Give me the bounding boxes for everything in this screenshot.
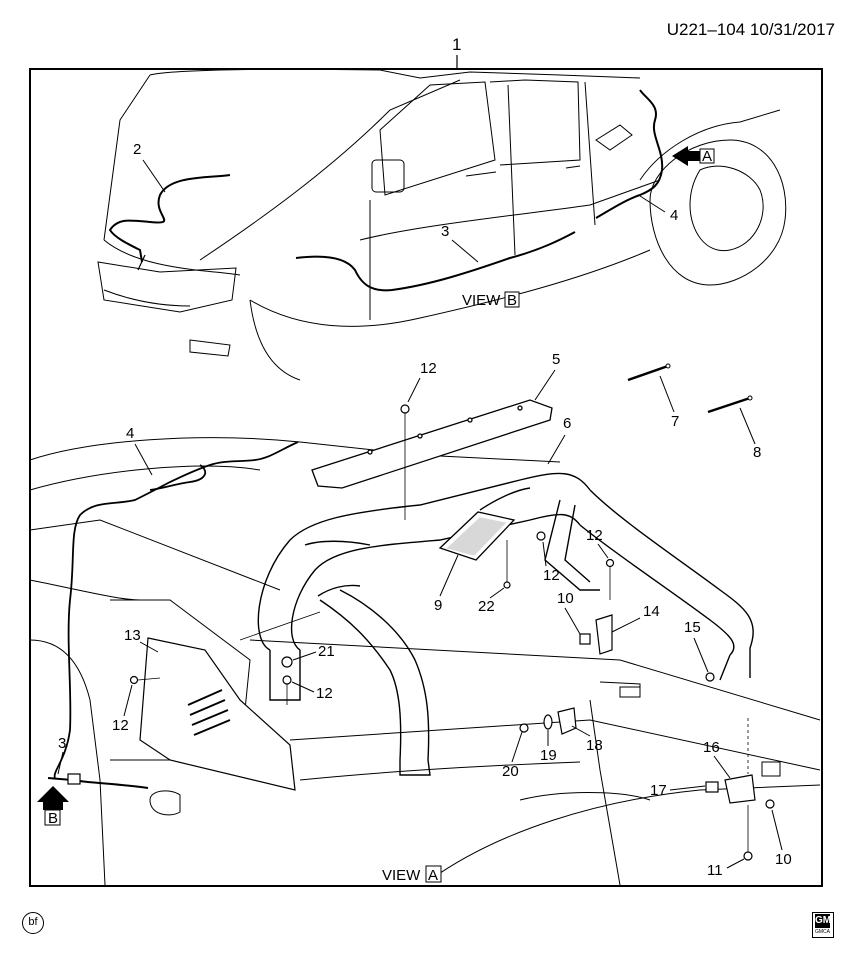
callout-12-center: 12 <box>543 567 560 584</box>
bracket-16 <box>724 774 756 804</box>
callout-11: 11 <box>707 862 723 879</box>
callout-12-right: 12 <box>586 527 603 544</box>
harness-3-lower <box>47 773 149 789</box>
panel-5 <box>311 399 553 489</box>
callout-4-top: 4 <box>670 207 678 224</box>
callout-9: 9 <box>434 597 442 614</box>
strap-7: 7 <box>627 363 679 430</box>
harness-3 <box>295 89 664 292</box>
callout-3-top: 3 <box>441 223 449 240</box>
view-b-arrow: B <box>37 786 69 827</box>
callout-9-group: 9 <box>434 554 459 614</box>
truck-bed-view <box>29 437 821 886</box>
callout-12-left: 12 <box>112 717 129 734</box>
view-b-label: VIEW B <box>462 291 520 309</box>
nut-17 <box>705 781 719 793</box>
bolt-12-center <box>536 531 546 541</box>
light-9 <box>438 511 516 561</box>
callout-16: 16 <box>703 739 720 756</box>
sport-bar-6 <box>257 472 754 776</box>
fasteners <box>129 404 775 861</box>
callouts-view-a: 12 12 12 22 10 14 15 21 12 13 12 20 19 1… <box>112 360 792 879</box>
arrow-left-icon <box>672 146 700 166</box>
bolt-11 <box>743 851 753 861</box>
bracket-18 <box>557 707 577 735</box>
callout-4-top-group: 4 <box>639 195 678 224</box>
bolt-12-mid <box>282 675 292 685</box>
arrow-a-letter: A <box>702 148 712 165</box>
callout-8: 8 <box>753 444 761 461</box>
diagram-frame <box>29 68 823 887</box>
arrow-up-icon <box>37 786 69 810</box>
callout-13: 13 <box>124 627 141 644</box>
gm-logo-mark: GM <box>815 914 832 928</box>
callout-4-left: 4 <box>126 425 134 442</box>
callout-22: 22 <box>478 598 495 615</box>
callout-20: 20 <box>502 763 519 780</box>
bolt-15 <box>705 672 715 682</box>
callout-10-mid: 10 <box>557 590 574 607</box>
panel-13 <box>139 637 296 791</box>
bf-logo: bf <box>22 912 44 934</box>
arrow-b-letter: B <box>48 810 58 827</box>
bolt-12-left <box>129 675 139 685</box>
harness-2 <box>108 174 231 271</box>
bolt-12-right <box>605 558 615 568</box>
callout-2: 2 <box>133 141 141 158</box>
bracket-14 <box>595 614 613 655</box>
callout-1: 1 <box>452 35 461 54</box>
washer-21 <box>281 656 293 668</box>
callout-10-low: 10 <box>775 851 792 868</box>
assembly-callout-group: 1 <box>452 35 461 68</box>
truck-side-view <box>97 68 787 381</box>
spacer-19 <box>543 714 553 730</box>
nut-10-mid <box>579 633 591 645</box>
callout-3-left: 3 <box>58 735 66 752</box>
harness-4 <box>53 441 299 779</box>
callout-17: 17 <box>650 782 667 799</box>
view-a-text: VIEW <box>382 867 421 884</box>
view-a-letter: A <box>428 867 438 884</box>
strap-8: 8 <box>707 395 761 461</box>
callout-2-group: 2 <box>133 141 166 193</box>
nut-22 <box>503 581 511 589</box>
callout-18: 18 <box>586 737 603 754</box>
document-id: U221–104 10/31/2017 <box>666 20 835 39</box>
callout-12-mid: 12 <box>316 685 333 702</box>
callout-19: 19 <box>540 747 557 764</box>
callout-6: 6 <box>563 415 571 432</box>
view-a-label: VIEW A <box>382 865 442 884</box>
bolt-20 <box>519 723 529 733</box>
bolt-12-top <box>400 404 410 414</box>
header: U221–104 10/31/2017 <box>0 0 851 40</box>
callout-6-group: 6 <box>547 415 571 465</box>
callout-12-top: 12 <box>420 360 437 377</box>
gm-logo-sub: GMCA <box>815 929 830 935</box>
callout-15: 15 <box>684 619 701 636</box>
callout-7: 7 <box>671 413 679 430</box>
view-b-text: VIEW <box>462 292 501 309</box>
callout-4-left-group: 4 <box>126 425 153 476</box>
callout-3-left-group: 3 <box>57 735 66 775</box>
callout-5-group: 5 <box>534 351 560 401</box>
callout-14: 14 <box>643 603 660 620</box>
callout-5: 5 <box>552 351 560 368</box>
view-b-letter: B <box>507 292 517 309</box>
view-a-arrow: A <box>672 146 715 166</box>
callout-21: 21 <box>318 643 335 660</box>
gm-logo: GM GMCA <box>812 912 834 938</box>
callout-3-top-group: 3 <box>441 223 479 263</box>
nut-10-low <box>765 799 775 809</box>
